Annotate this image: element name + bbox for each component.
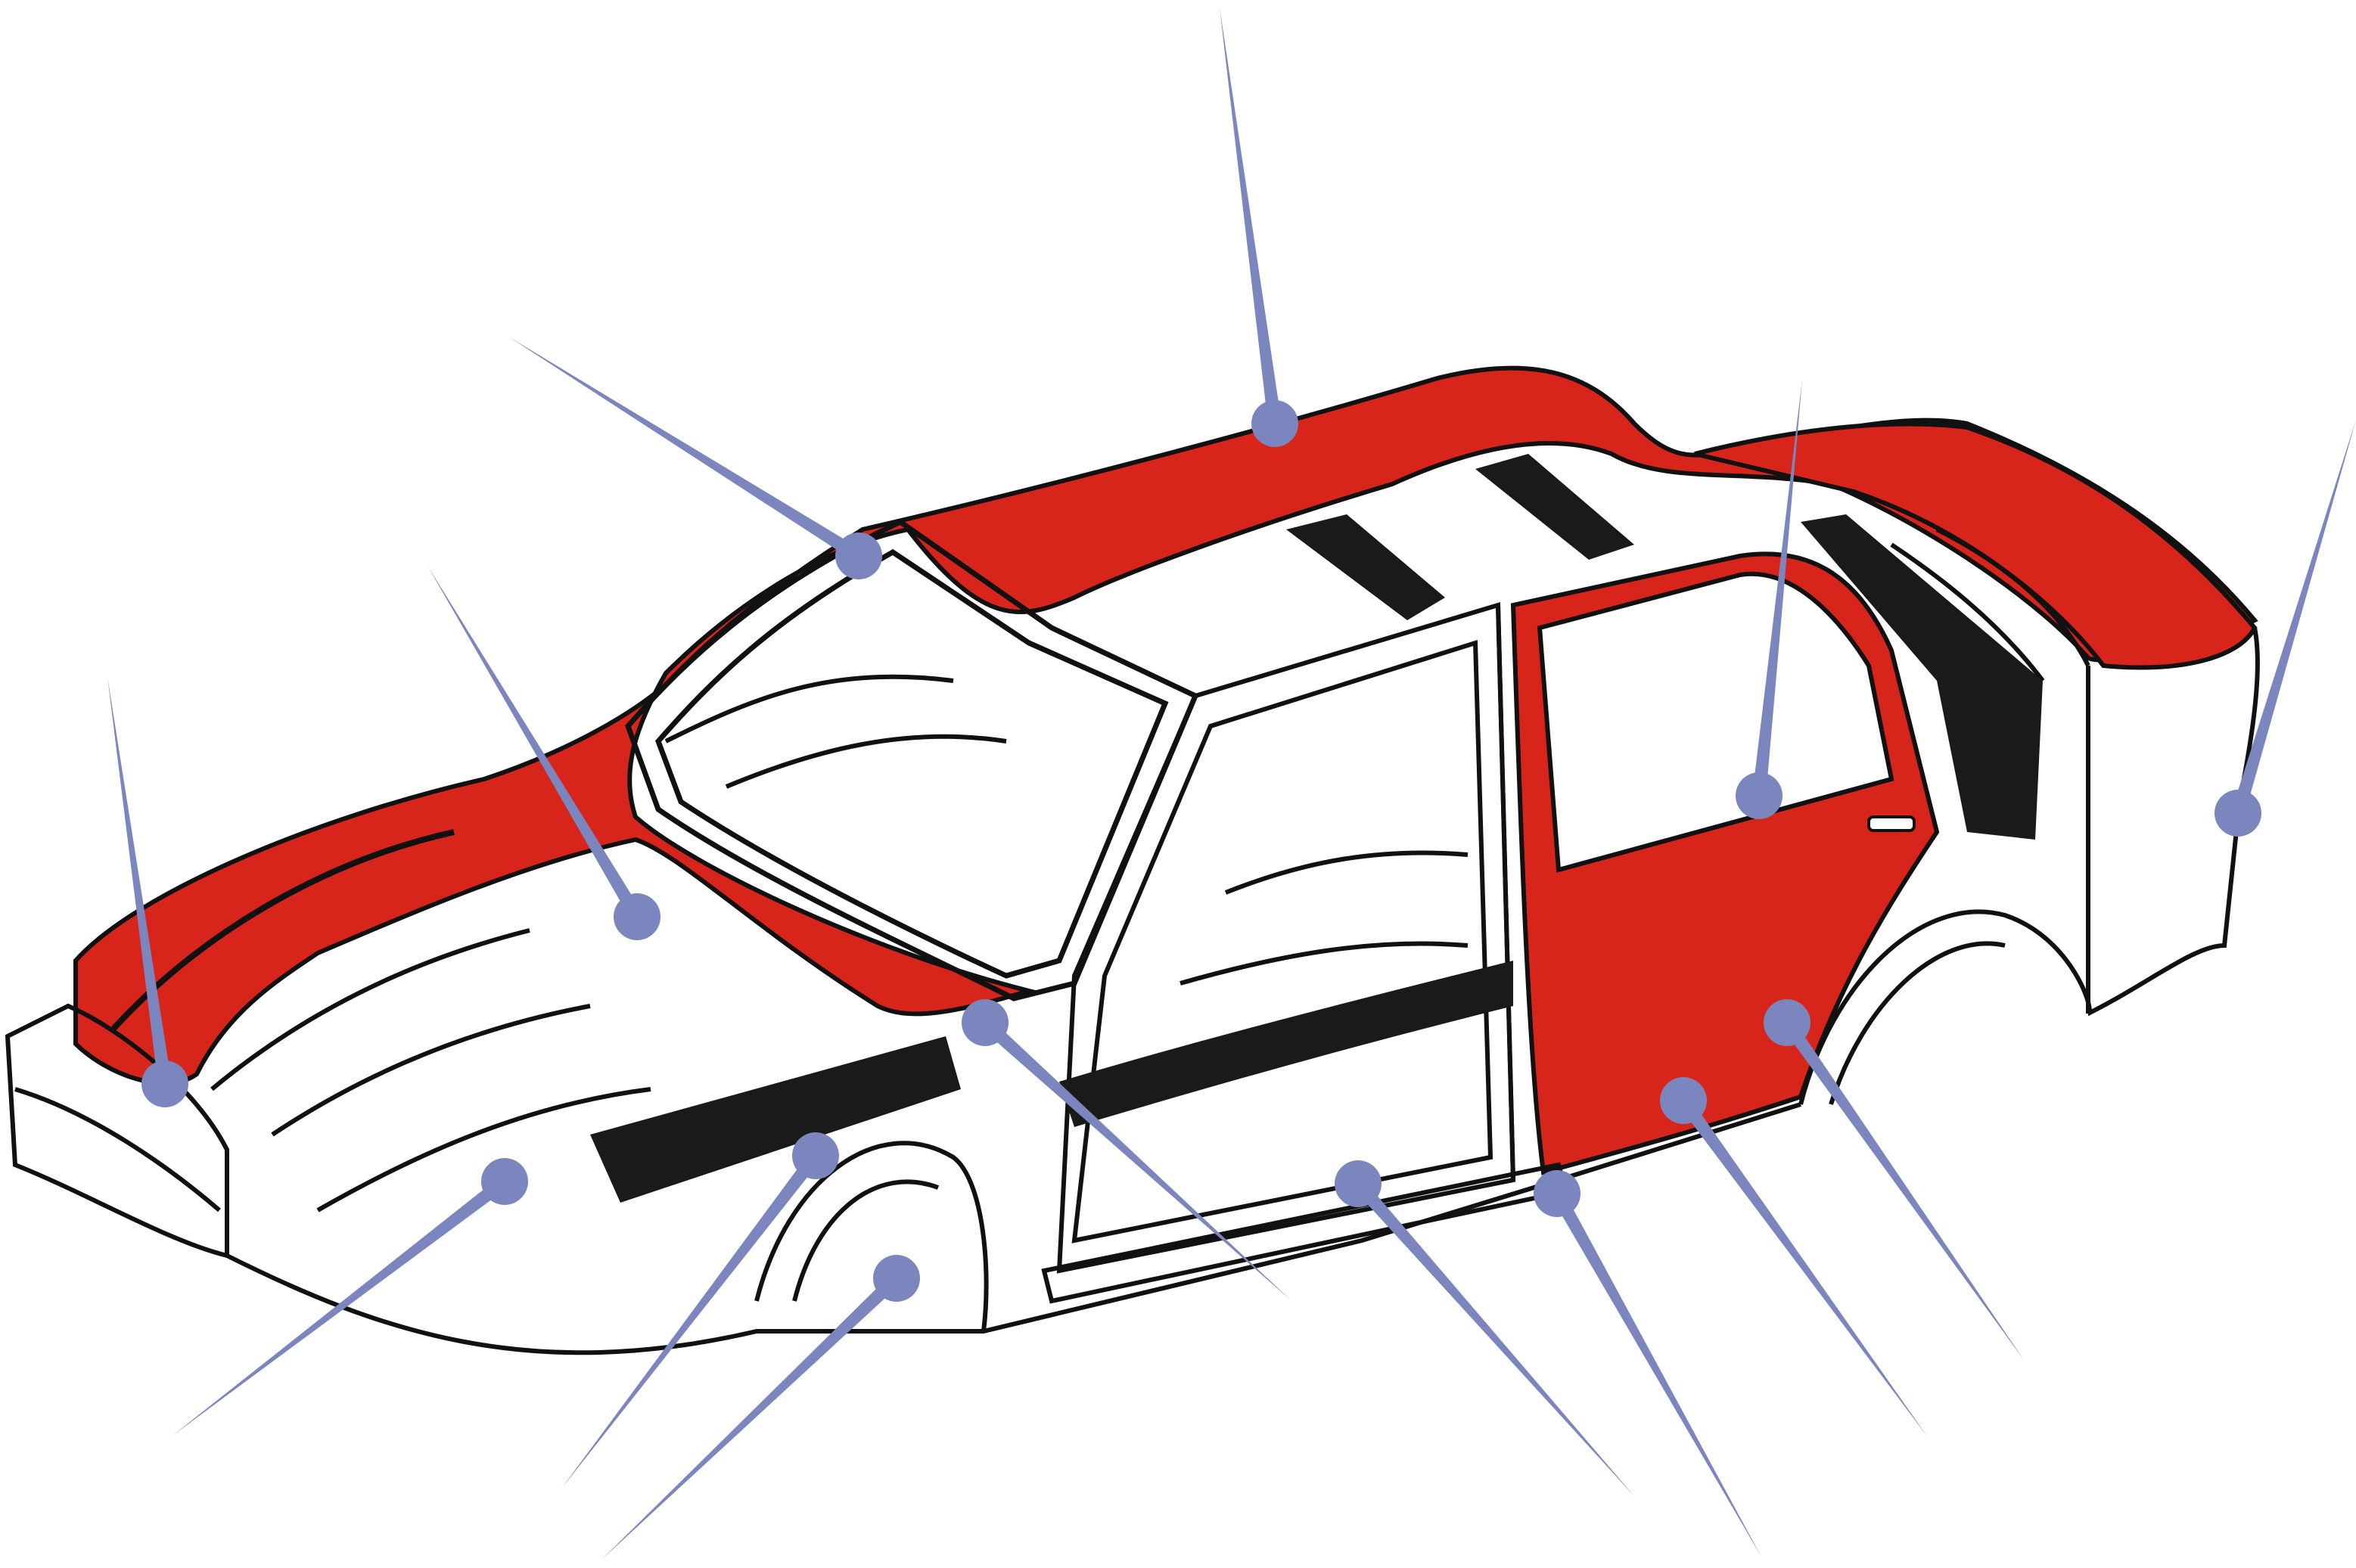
- callout-marker-dot[interactable]: [1764, 999, 1811, 1046]
- c-pillar-member: [1801, 514, 2043, 840]
- callout-marker-dot[interactable]: [1660, 1077, 1707, 1124]
- callout-marker-dot[interactable]: [481, 1158, 528, 1205]
- callout-rear-door: [1660, 1077, 1928, 1437]
- callout-c-pillar: [1736, 380, 1802, 819]
- front-bumper: [5, 1003, 229, 1259]
- windshield-frame: [625, 518, 1199, 1001]
- callout-marker-dot[interactable]: [1251, 400, 1298, 447]
- callout-front-side-member: [561, 1132, 839, 1489]
- callout-leader-line: [561, 1151, 822, 1489]
- front-side-member: [590, 1036, 961, 1203]
- roof-and-hood-panel: [73, 365, 2258, 1086]
- callout-marker-dot[interactable]: [614, 893, 660, 940]
- front-door-opening: [1056, 601, 1516, 1274]
- callout-leader-line: [980, 1017, 1290, 1299]
- front-wheel-arch-outline: [754, 1141, 989, 1332]
- callout-leader-line: [107, 677, 172, 1085]
- floor-cross-member: [1059, 961, 1513, 1127]
- callout-marker-dot[interactable]: [962, 999, 1009, 1046]
- callout-marker-dot[interactable]: [2215, 790, 2261, 837]
- callout-leader-line: [1220, 8, 1282, 425]
- callout-leader-line: [508, 337, 863, 562]
- rear-wheel-arch-outline: [1798, 909, 2092, 1105]
- callout-cowl-panel: [427, 566, 660, 940]
- callout-leader-line: [1353, 1179, 1634, 1496]
- dark-structural-members: [590, 454, 2043, 1203]
- callout-marker-dot[interactable]: [792, 1132, 839, 1179]
- callout-leader-line: [1781, 1018, 2024, 1360]
- callout-rocker-panel: [1335, 1160, 1634, 1496]
- callout-leader-line: [1677, 1096, 1928, 1437]
- callout-rear-door-sill: [1534, 1170, 1761, 1557]
- lower-body-line: [225, 1102, 1801, 1355]
- callout-roof: [1220, 8, 1298, 447]
- callout-layer: [107, 8, 2356, 1560]
- callout-leader-line: [427, 566, 643, 921]
- callout-hood: [107, 677, 188, 1107]
- callout-marker-dot[interactable]: [1534, 1170, 1581, 1217]
- callout-trunk-lid: [2215, 420, 2356, 837]
- callout-marker-dot[interactable]: [1736, 772, 1783, 819]
- roof-bow-front: [1286, 514, 1445, 620]
- body-structure: [5, 527, 2260, 1355]
- callout-leader-line: [1752, 380, 1802, 796]
- callout-rear-door-trim-line: [1764, 999, 2024, 1360]
- callout-windshield-frame: [508, 337, 882, 579]
- roof-bow-rear: [1475, 454, 1634, 560]
- callout-front-wheel-arch: [601, 1255, 920, 1560]
- callout-leader-line: [2231, 420, 2356, 815]
- door-handle: [1867, 815, 1916, 832]
- rear-door-window: [1537, 571, 1894, 873]
- callout-marker-dot[interactable]: [835, 532, 882, 579]
- callout-marker-dot[interactable]: [141, 1060, 188, 1107]
- callout-front-bumper-support: [173, 1158, 528, 1436]
- callout-a-pillar: [962, 999, 1290, 1299]
- callout-leader-line: [601, 1273, 902, 1560]
- callout-leader-line: [1551, 1190, 1761, 1557]
- callout-marker-dot[interactable]: [873, 1255, 920, 1302]
- callout-leader-line: [173, 1175, 509, 1436]
- callout-marker-dot[interactable]: [1335, 1160, 1382, 1207]
